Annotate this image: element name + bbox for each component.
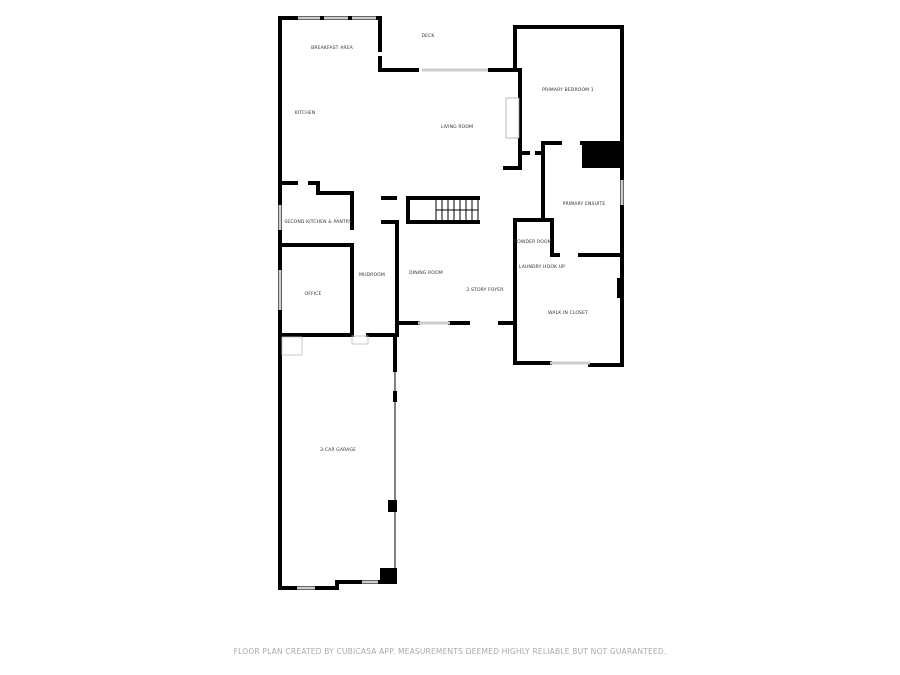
windows bbox=[278, 16, 624, 590]
label-mudroom: MUDROOM bbox=[359, 272, 385, 278]
label-dining-room: DINING ROOM bbox=[409, 270, 443, 276]
mudroom-step bbox=[351, 335, 369, 345]
label-primary-ensuite: PRIMARY ENSUITE bbox=[563, 201, 606, 207]
fixtures bbox=[281, 97, 622, 583]
label-primary-bedroom: PRIMARY BEDROOM 1 bbox=[542, 87, 594, 93]
label-kitchen: KITCHEN bbox=[295, 110, 316, 116]
fireplace bbox=[505, 97, 520, 139]
stair-treads bbox=[435, 199, 479, 221]
label-second-kitchen: SECOND KITCHEN & PANTRY bbox=[284, 219, 351, 225]
label-walk-in-closet: WALK IN CLOSET bbox=[548, 310, 588, 316]
label-powder-room: POWDER ROOM bbox=[514, 239, 552, 245]
room-labels: BREAKFAST AREA DECK KITCHEN LIVING ROOM … bbox=[284, 33, 605, 453]
label-breakfast-area: BREAKFAST AREA bbox=[311, 45, 353, 51]
garage-step bbox=[281, 336, 303, 356]
walls bbox=[278, 16, 624, 590]
laundry-block bbox=[617, 278, 622, 298]
label-foyer: 2 STORY FOYER bbox=[466, 287, 504, 293]
garage-column bbox=[388, 500, 397, 512]
label-office: OFFICE bbox=[305, 291, 322, 297]
label-laundry: LAUNDRY HOOK UP bbox=[519, 264, 565, 270]
label-deck: DECK bbox=[421, 33, 435, 39]
label-garage: 3-CAR GARAGE bbox=[320, 447, 356, 453]
closet-block bbox=[582, 143, 622, 168]
label-living-room: LIVING ROOM bbox=[441, 124, 473, 130]
garage-column bbox=[380, 568, 397, 583]
footer-disclaimer: FLOOR PLAN CREATED BY CUBICASA APP. MEAS… bbox=[233, 647, 667, 656]
